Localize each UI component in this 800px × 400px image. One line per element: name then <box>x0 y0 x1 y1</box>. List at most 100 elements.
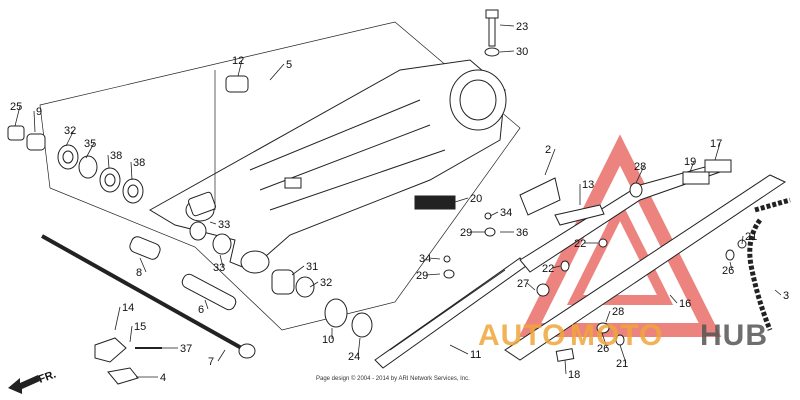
copyright-text: Page design © 2004 - 2014 by ARI Network… <box>316 375 470 382</box>
callout-28: 28 <box>634 161 646 173</box>
callout-21: 21 <box>616 358 628 370</box>
top-bolt <box>484 9 500 57</box>
callout-5: 5 <box>286 59 292 71</box>
leader-line <box>454 197 469 203</box>
callout-29: 29 <box>460 227 472 239</box>
callout-3: 3 <box>783 290 789 302</box>
watermark-text: AUTO MOTO HUB <box>478 319 768 352</box>
bracket-13 <box>554 204 605 226</box>
callout-17: 17 <box>710 138 722 150</box>
watermark-auto: AUTO <box>478 319 566 352</box>
bracket-2 <box>519 177 561 216</box>
leader-line <box>689 160 695 173</box>
callout-7: 7 <box>208 356 214 368</box>
callout-4: 4 <box>160 372 166 384</box>
callout-36: 36 <box>516 227 528 239</box>
leader-line <box>551 265 561 269</box>
leader-line <box>564 359 567 375</box>
leader-line <box>357 337 361 357</box>
callout-2: 2 <box>545 144 551 156</box>
leader-line <box>14 105 21 127</box>
front-arrow-icon <box>8 375 40 394</box>
leader-line <box>269 63 285 81</box>
leader-line <box>107 154 110 169</box>
callout-32: 32 <box>64 125 76 137</box>
leader-line <box>237 59 243 77</box>
leader-line <box>449 344 469 355</box>
leader-line <box>635 165 645 184</box>
callout-21: 21 <box>745 231 757 243</box>
callout-26: 26 <box>722 265 734 277</box>
rubber-cap <box>225 75 249 93</box>
drive-chain <box>747 197 791 331</box>
callout-19: 19 <box>684 156 696 168</box>
callout-28: 28 <box>612 306 624 318</box>
leader-line <box>544 148 556 176</box>
callout-22: 22 <box>574 238 586 250</box>
leader-line <box>129 325 133 343</box>
leader-line <box>130 161 133 181</box>
callout-14: 14 <box>122 302 134 314</box>
leader-line <box>619 344 627 364</box>
cover-10 <box>324 298 348 328</box>
callout-16: 16 <box>679 298 691 310</box>
callout-20: 20 <box>470 193 482 205</box>
callout-10: 10 <box>322 334 334 346</box>
leader-line <box>139 257 147 273</box>
leader-line <box>217 349 226 362</box>
callout-32: 32 <box>320 277 332 289</box>
leader-line <box>85 142 95 159</box>
callout-9: 9 <box>36 106 42 118</box>
leader-line <box>209 221 217 225</box>
leader-line <box>499 24 515 27</box>
callout-24: 24 <box>348 351 360 363</box>
leader-line <box>65 129 75 147</box>
callout-22: 22 <box>542 263 554 275</box>
leader-line <box>605 310 611 323</box>
callout-13: 13 <box>582 179 594 191</box>
leader-line <box>669 294 678 304</box>
leader-line <box>291 265 305 276</box>
leader-line <box>219 254 224 268</box>
leader-line <box>428 257 441 260</box>
watermark-hub: HUB <box>700 319 768 352</box>
leader-line <box>601 332 608 349</box>
bearing-parts <box>7 125 315 311</box>
cover-24 <box>351 312 373 338</box>
callout-29: 29 <box>416 270 428 282</box>
fasteners <box>443 159 747 362</box>
leader-line <box>425 273 441 276</box>
callout-6: 6 <box>198 304 204 316</box>
pivot-bolt <box>41 234 256 359</box>
bracket-parts <box>94 337 162 385</box>
leader-line <box>33 110 36 133</box>
leader-line <box>499 50 515 53</box>
callout-34: 34 <box>419 253 431 265</box>
callout-34: 34 <box>500 207 512 219</box>
callout-15: 15 <box>134 321 146 333</box>
callout-18: 18 <box>568 369 580 381</box>
leader-line <box>114 306 121 331</box>
leader-line <box>774 289 782 296</box>
leader-line <box>526 282 536 291</box>
callout-8: 8 <box>136 267 142 279</box>
callout-30: 30 <box>516 46 528 58</box>
callout-23: 23 <box>516 21 528 33</box>
leader-line <box>714 142 721 161</box>
callout-38: 38 <box>110 150 122 162</box>
callout-25: 25 <box>10 101 22 113</box>
leader-line <box>489 211 499 217</box>
swingarm <box>149 59 507 274</box>
callout-26: 26 <box>597 343 609 355</box>
callout-11: 11 <box>470 349 481 361</box>
leader-line <box>729 261 733 271</box>
callout-33: 33 <box>213 262 225 274</box>
direction-label: FR. <box>37 368 58 385</box>
callout-12: 12 <box>232 55 244 67</box>
warning-plate <box>414 195 456 210</box>
callout-33: 33 <box>218 219 230 231</box>
leader-line <box>309 281 319 288</box>
